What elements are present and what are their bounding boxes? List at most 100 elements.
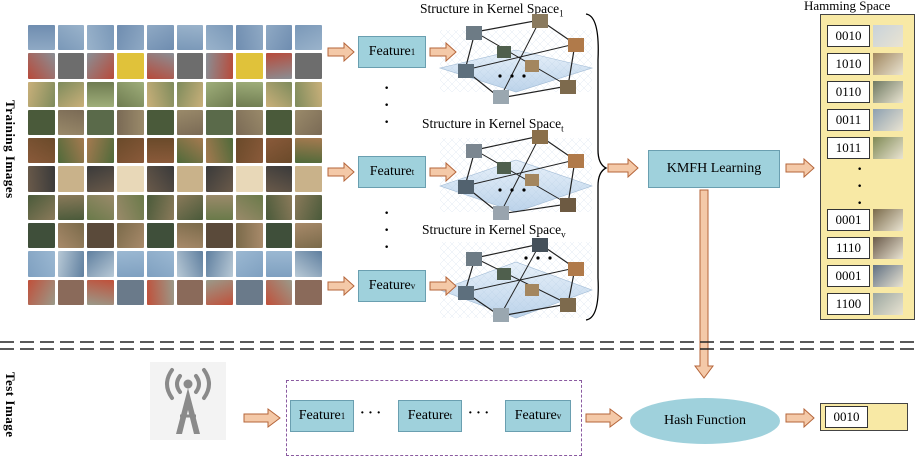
training-image-tile <box>117 25 144 51</box>
kernel-space-1-text: Structure in Kernel Space <box>420 1 560 16</box>
training-image-tile <box>117 138 144 164</box>
kernel-space-v-text: Structure in Kernel Space <box>422 222 562 237</box>
training-image-tile <box>176 223 204 249</box>
test-ellipsis-1: · · · <box>360 406 382 421</box>
training-image-tile <box>28 81 55 107</box>
training-image-tile <box>235 223 263 249</box>
training-image-tile <box>295 109 322 136</box>
training-image-tile <box>235 53 263 79</box>
training-image-tile <box>295 279 322 305</box>
training-image-tile <box>28 251 55 277</box>
hamming-image-thumbnail <box>873 109 903 131</box>
training-image-tile <box>265 53 293 79</box>
training-image-tile <box>295 251 322 277</box>
training-image-tile <box>176 279 204 305</box>
training-image-tile <box>265 25 293 51</box>
hamming-space-title: Hamming Space <box>804 0 891 13</box>
training-image-tile <box>87 81 115 107</box>
hamming-image-thumbnail <box>873 137 903 159</box>
hamming-code: 1010 <box>827 53 870 75</box>
training-image-tile <box>57 194 85 221</box>
feature-v-sub: v <box>410 281 416 291</box>
training-image-tile <box>28 279 55 305</box>
hamming-code: 0001 <box>827 209 870 231</box>
kernel-space-1-sub: 1 <box>559 8 564 19</box>
training-image-tile <box>265 109 293 136</box>
training-image-tile <box>87 25 115 51</box>
kernel-group-brace <box>585 13 608 321</box>
kernel-node-thumbnails <box>458 14 584 322</box>
training-image-tile <box>235 166 263 192</box>
training-image-tile <box>235 25 263 51</box>
training-image-tile <box>235 251 263 277</box>
training-image-tile <box>57 166 85 192</box>
training-image-tile <box>57 81 85 107</box>
training-image-tile <box>265 279 293 305</box>
hamming-image-thumbnail <box>873 53 903 75</box>
training-image-tile <box>87 166 115 192</box>
training-image-tile <box>57 109 85 136</box>
training-image-tile <box>265 251 293 277</box>
training-image-tile <box>206 194 233 221</box>
training-image-tile <box>295 166 322 192</box>
training-image-tile <box>206 166 233 192</box>
hash-function-ellipse: Hash Function <box>630 398 780 444</box>
training-image-tile <box>265 166 293 192</box>
training-image-tile <box>28 53 55 79</box>
training-image-tile <box>295 138 322 164</box>
hamming-image-thumbnail <box>873 81 903 103</box>
test-feature-v-sub: v <box>556 411 562 421</box>
kernel-space-1-title: Structure in Kernel Space1 <box>420 1 564 19</box>
training-image-tile <box>146 279 174 305</box>
training-image-tile <box>235 81 263 107</box>
feature-ellipsis-upper: ··· <box>384 80 390 131</box>
training-image-tile <box>176 53 204 79</box>
training-image-tile <box>176 109 204 136</box>
training-image-tile <box>87 138 115 164</box>
kernel-space-t-sub: t <box>561 123 564 134</box>
hamming-image-thumbnail <box>873 237 903 259</box>
kernel-space-v-title: Structure in Kernel Spacev <box>422 222 566 240</box>
training-image-tile <box>87 251 115 277</box>
training-image-tile <box>146 166 174 192</box>
training-images-label: Training Images <box>3 100 18 199</box>
training-image-tile <box>146 251 174 277</box>
training-image-tile <box>206 223 233 249</box>
training-image-tile <box>57 25 85 51</box>
hamming-code: 0010 <box>827 25 870 47</box>
hamming-code: 1011 <box>827 137 870 159</box>
kernel-space-t-title: Structure in Kernel Spacet <box>422 116 564 134</box>
training-image-tile <box>28 109 55 136</box>
training-image-tile <box>176 166 204 192</box>
training-image-tile <box>117 81 144 107</box>
training-image-tile <box>146 194 174 221</box>
training-image-tile <box>176 138 204 164</box>
training-image-tile <box>28 194 55 221</box>
training-image-tile <box>87 279 115 305</box>
hamming-image-thumbnail <box>873 293 903 315</box>
training-image-tile <box>295 223 322 249</box>
hamming-image-thumbnail <box>873 25 903 47</box>
test-feature-t-sub: t <box>449 411 453 421</box>
training-image-tile <box>117 109 144 136</box>
training-image-tile <box>295 25 322 51</box>
kernel-space-v-sub: v <box>561 229 566 240</box>
training-image-tile <box>176 25 204 51</box>
training-image-tile <box>146 81 174 107</box>
training-image-tile <box>57 223 85 249</box>
training-image-tile <box>117 53 144 79</box>
training-image-tile <box>206 138 233 164</box>
output-code-box: 0010 <box>820 403 908 431</box>
training-image-tile <box>265 223 293 249</box>
hamming-image-thumbnail <box>873 265 903 287</box>
training-image-tile <box>206 81 233 107</box>
training-image-tile <box>87 194 115 221</box>
